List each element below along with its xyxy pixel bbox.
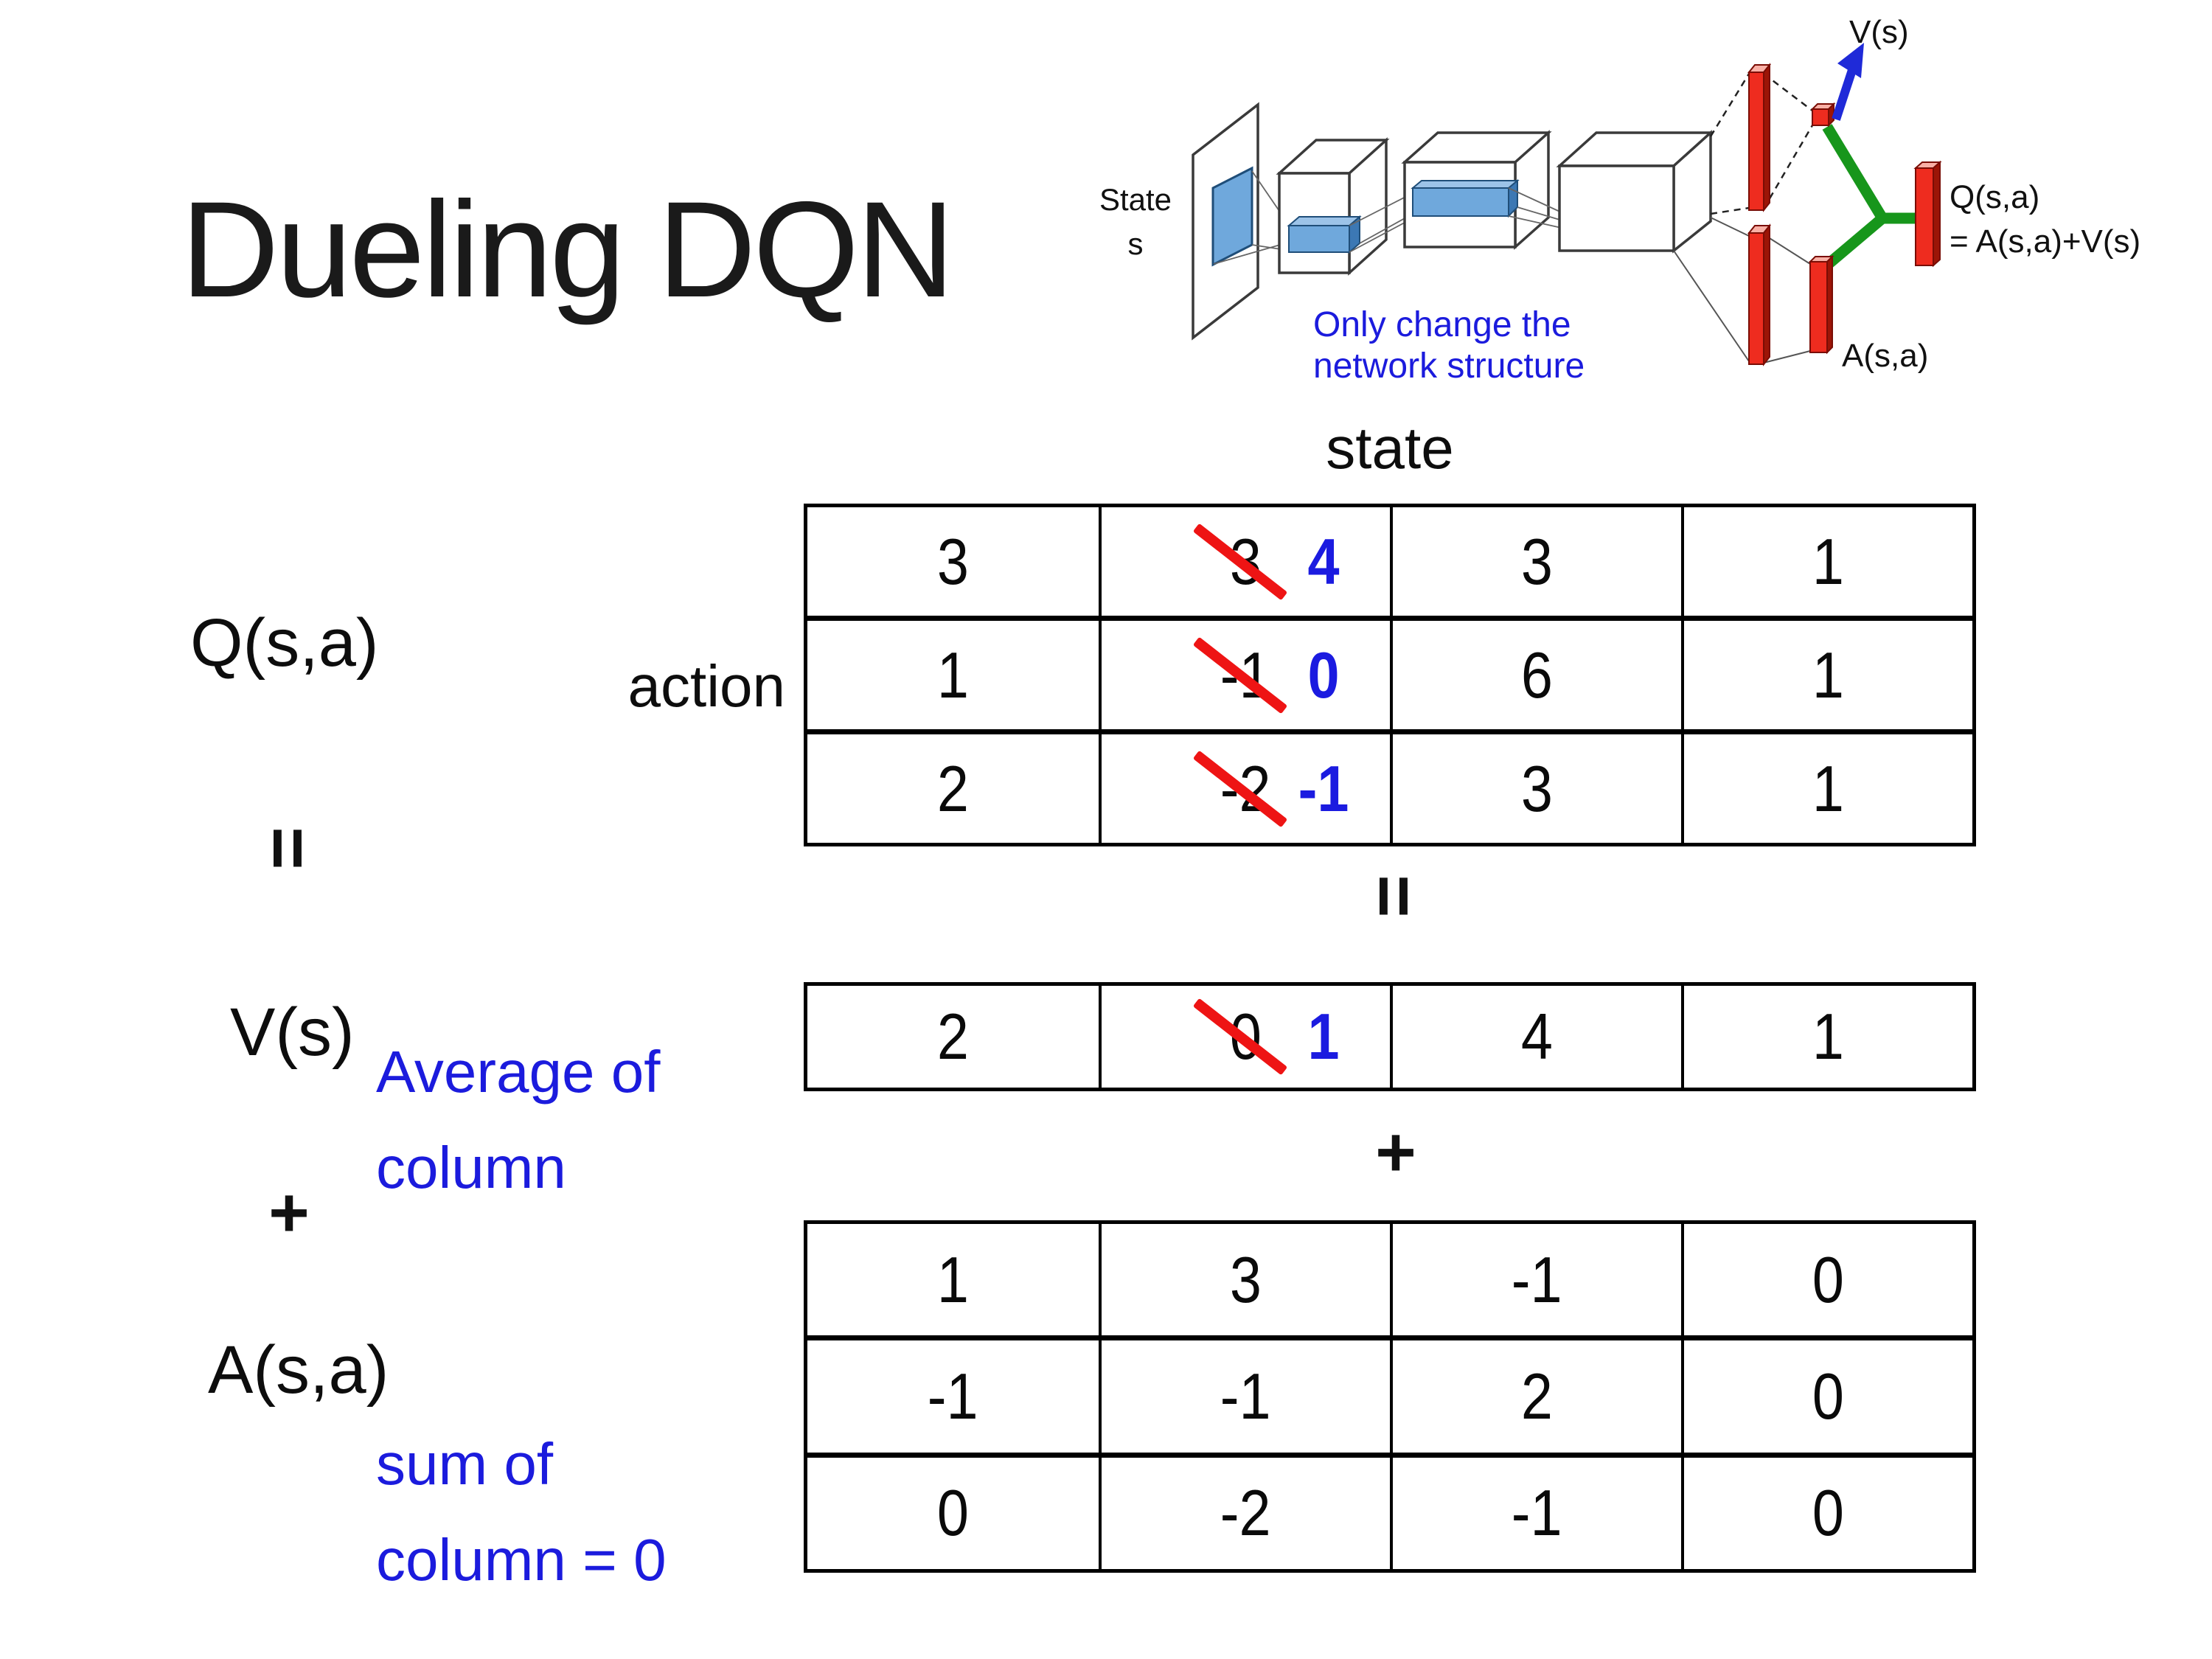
a-vector-node <box>1808 254 1834 355</box>
a-value-table: 1 3 -1 0 -1 -1 2 0 0 -2 -1 0 <box>804 1220 1976 1573</box>
table-cell: 3 <box>1390 734 1681 843</box>
table-cell: 3 <box>1390 507 1681 616</box>
table-row: 0 -2 -1 0 <box>807 1452 1972 1569</box>
table-cell: 0 <box>1681 1457 1972 1569</box>
table-cell: 0 <box>1681 1340 1972 1453</box>
table-cell: -1 <box>1390 1457 1681 1569</box>
conv-projection-lines-3 <box>1508 187 1565 229</box>
table-cell: 1 <box>1681 734 1972 843</box>
v-output-label: V(s) <box>1849 14 1909 50</box>
table-cell: -1 <box>1390 1224 1681 1336</box>
average-of-column-note: Average of column <box>376 1039 661 1200</box>
table-cell: -1 <box>1099 1340 1390 1453</box>
feature-map-bar-2 <box>1411 178 1520 218</box>
table-cell: 2 <box>936 1000 970 1073</box>
table-cell: -1 <box>928 1359 978 1433</box>
q-output-label-line1: Q(s,a) <box>1950 179 2039 215</box>
table-row: 1 -1 0 6 1 <box>807 616 1972 729</box>
slide-title: Dueling DQN <box>181 174 955 326</box>
table-row: 3 3 4 3 1 <box>807 507 1972 616</box>
q-output-label-line2: = A(s,a)+V(s) <box>1950 223 2140 260</box>
table-cell: 3 <box>936 524 970 598</box>
q-output-bar <box>1913 160 1942 268</box>
equals-operator-left: = <box>246 826 330 870</box>
table-row: 2 -2 -1 3 1 <box>807 729 1972 843</box>
table-cell: 3 <box>1099 1224 1390 1336</box>
advantage-stream-links <box>1673 217 1811 364</box>
v-value-table: 2 0 1 4 1 <box>804 982 1976 1091</box>
table-row: 1 3 -1 0 <box>807 1224 1972 1336</box>
fc-bar-value-stream <box>1747 63 1772 212</box>
state-input-label-line1: State <box>1099 182 1172 217</box>
table-row: 2 0 1 4 1 <box>807 986 1972 1088</box>
table-row: -1 -1 2 0 <box>807 1335 1972 1453</box>
table-cell: 1 <box>936 638 970 712</box>
q-value-table: 3 3 4 3 1 1 -1 0 6 1 2 -2 -1 <box>804 504 1976 846</box>
table-cell: -2 <box>1099 1457 1390 1569</box>
plus-operator-center: + <box>1375 1113 1416 1192</box>
equals-operator-center: = <box>1352 874 1436 918</box>
table-cell: 0 <box>1681 1224 1972 1336</box>
a-output-label: A(s,a) <box>1842 338 1928 374</box>
state-axis-label: state <box>1326 415 1454 481</box>
table-cell: 4 <box>1390 986 1681 1088</box>
feature-map-bar-1 <box>1287 215 1362 254</box>
action-axis-label: action <box>627 653 785 719</box>
table-cell: 1 <box>1681 621 1972 729</box>
table-cell: 1 <box>1681 507 1972 616</box>
state-input-label-line2: s <box>1128 226 1144 261</box>
network-architecture-diagram: State s V(s) Q(s,a) = A(s,a)+V(s) A(s,a)… <box>1099 14 2140 386</box>
table-cell: 2 <box>936 751 970 825</box>
table-cell: 1 <box>1681 986 1972 1088</box>
v-output-arrow <box>1832 43 1864 121</box>
table-cell: 0 <box>936 1476 970 1550</box>
aggregation-junction <box>1821 124 1916 271</box>
table-cell: 6 <box>1390 621 1681 729</box>
plus-operator-left: + <box>268 1173 310 1252</box>
v-function-label: V(s) <box>230 995 355 1070</box>
diagram-note-line1: Only change the <box>1313 305 1571 344</box>
fc-bar-advantage-stream <box>1747 223 1772 366</box>
value-stream-dashed-links <box>1709 73 1814 215</box>
table-cell-crossed: 0 1 <box>1099 986 1390 1088</box>
sum-of-column-note: sum of column = 0 <box>376 1431 667 1593</box>
v-scalar-node <box>1810 102 1836 128</box>
table-cell-crossed: 3 4 <box>1099 507 1390 616</box>
a-function-label: A(s,a) <box>208 1332 389 1408</box>
table-cell-crossed: -2 -1 <box>1099 734 1390 843</box>
table-cell: 1 <box>936 1242 970 1316</box>
table-cell: 2 <box>1390 1340 1681 1453</box>
diagram-note-line2: network structure <box>1313 347 1585 386</box>
conv-layer-box-3 <box>1556 130 1714 254</box>
q-function-label: Q(s,a) <box>190 605 379 681</box>
table-cell-crossed: -1 0 <box>1099 621 1390 729</box>
